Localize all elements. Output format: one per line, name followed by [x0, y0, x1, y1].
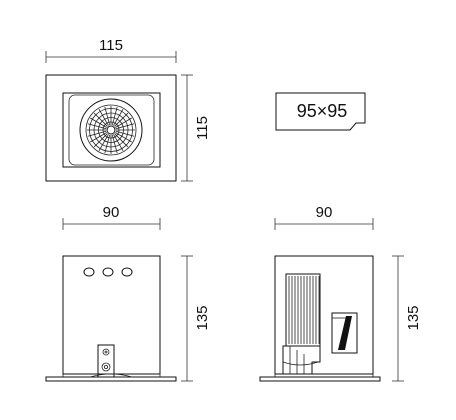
cutout-box: 95×95 — [275, 92, 366, 131]
dimension-side-height: 135 — [392, 255, 422, 382]
front-hole-icon — [83, 267, 95, 277]
front-view-gimbal — [89, 373, 133, 378]
dimension-side-width: 90 — [274, 204, 374, 230]
front-bracket — [97, 344, 115, 378]
dimension-top-width: 115 — [45, 37, 177, 63]
dimension-front-width: 90 — [62, 204, 161, 230]
front-height-label: 135 — [194, 305, 211, 330]
dimension-front-height: 135 — [181, 255, 211, 382]
side-view-flange — [259, 376, 381, 382]
top-view: 115 115 — [45, 37, 211, 182]
side-view-body — [274, 255, 374, 375]
front-view-flange — [45, 376, 177, 382]
side-view: 90 135 — [259, 204, 422, 382]
side-width-label: 90 — [316, 204, 333, 221]
top-view-gimbal — [68, 94, 155, 166]
top-width-label: 115 — [99, 37, 123, 54]
front-hole-icon — [121, 267, 133, 277]
top-height-label: 115 — [194, 116, 211, 140]
front-hole-icon — [102, 267, 114, 277]
side-clip — [331, 312, 358, 354]
reflector-icon — [79, 98, 143, 162]
top-view-frame — [62, 92, 161, 168]
heatsink-icon — [285, 273, 321, 347]
front-view-body — [62, 255, 161, 375]
dimension-top-height: 115 — [181, 74, 211, 182]
front-view: 90 135 — [45, 204, 211, 382]
top-view-trim — [45, 74, 177, 182]
side-lamp-housing — [282, 345, 321, 375]
front-width-label: 90 — [103, 204, 120, 221]
cutout-label: 95×95 — [297, 101, 348, 121]
side-height-label: 135 — [405, 305, 422, 330]
